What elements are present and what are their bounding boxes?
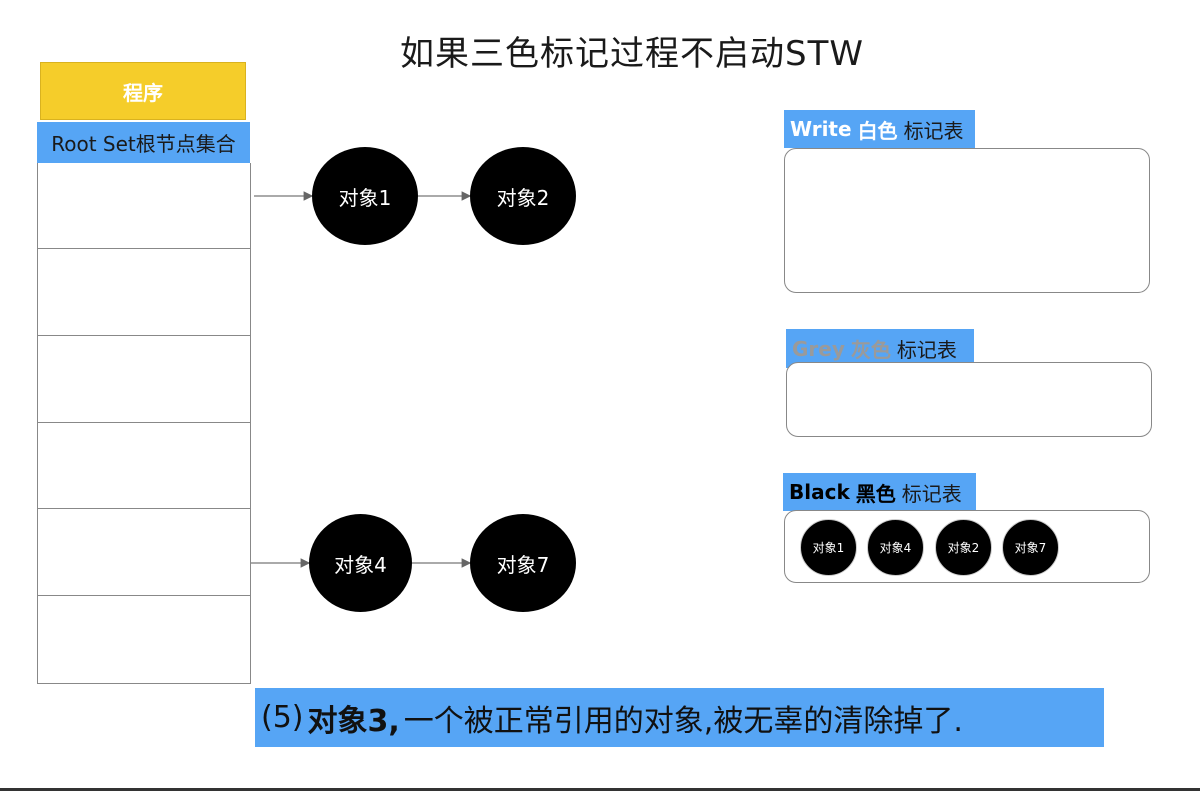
caption-rest: 一个被正常引用的对象,被无辜的清除掉了. xyxy=(403,703,963,739)
caption-strong: 对象3, xyxy=(307,703,400,739)
grey-table-rest: 标记表 xyxy=(896,338,957,362)
root-set-slot-1 xyxy=(37,163,251,249)
object-node-4: 对象4 xyxy=(309,514,412,612)
program-box: 程序 xyxy=(40,62,246,120)
black-table-rest: 标记表 xyxy=(901,481,962,506)
root-set-slot-3 xyxy=(37,336,251,423)
black-table-color: 黑色 xyxy=(855,481,896,506)
white-table-rest: 标记表 xyxy=(903,118,964,143)
root-set-label: Root Set根节点集合 xyxy=(37,122,250,163)
black-table-item-obj1: 对象1 xyxy=(800,519,857,576)
black-table-item-obj2: 对象2 xyxy=(935,519,992,576)
white-table-color: 白色 xyxy=(857,118,898,143)
black-table-label: Black 黑色 标记表 xyxy=(783,473,976,511)
black-table-item-obj7: 对象7 xyxy=(1002,519,1059,576)
white-table-box xyxy=(784,148,1150,293)
white-table-label: Write 白色 标记表 xyxy=(784,110,975,148)
black-table-item-obj4: 对象4 xyxy=(867,519,924,576)
grey-table-en: Grey xyxy=(792,336,845,361)
object-node-7: 对象7 xyxy=(470,514,576,612)
object-node-1: 对象1 xyxy=(312,147,418,245)
step-caption: (5) 对象3, 一个被正常引用的对象,被无辜的清除掉了. xyxy=(255,688,1104,747)
bottom-divider xyxy=(0,788,1200,791)
grey-table-box xyxy=(786,362,1152,437)
root-set-slot-6 xyxy=(37,596,251,684)
root-set-slot-4 xyxy=(37,423,251,509)
grey-table-color: 灰色 xyxy=(850,338,891,362)
root-set-slot-2 xyxy=(37,249,251,336)
page-title: 如果三色标记过程不启动STW xyxy=(400,34,864,74)
caption-prefix: (5) xyxy=(261,700,304,735)
black-table-en: Black xyxy=(789,480,850,504)
white-table-en: Write xyxy=(790,117,852,141)
root-set-slot-5 xyxy=(37,509,251,596)
object-node-2: 对象2 xyxy=(470,147,576,245)
grey-table-label: Grey 灰色 标记表 xyxy=(786,329,974,368)
program-label: 程序 xyxy=(123,80,163,105)
